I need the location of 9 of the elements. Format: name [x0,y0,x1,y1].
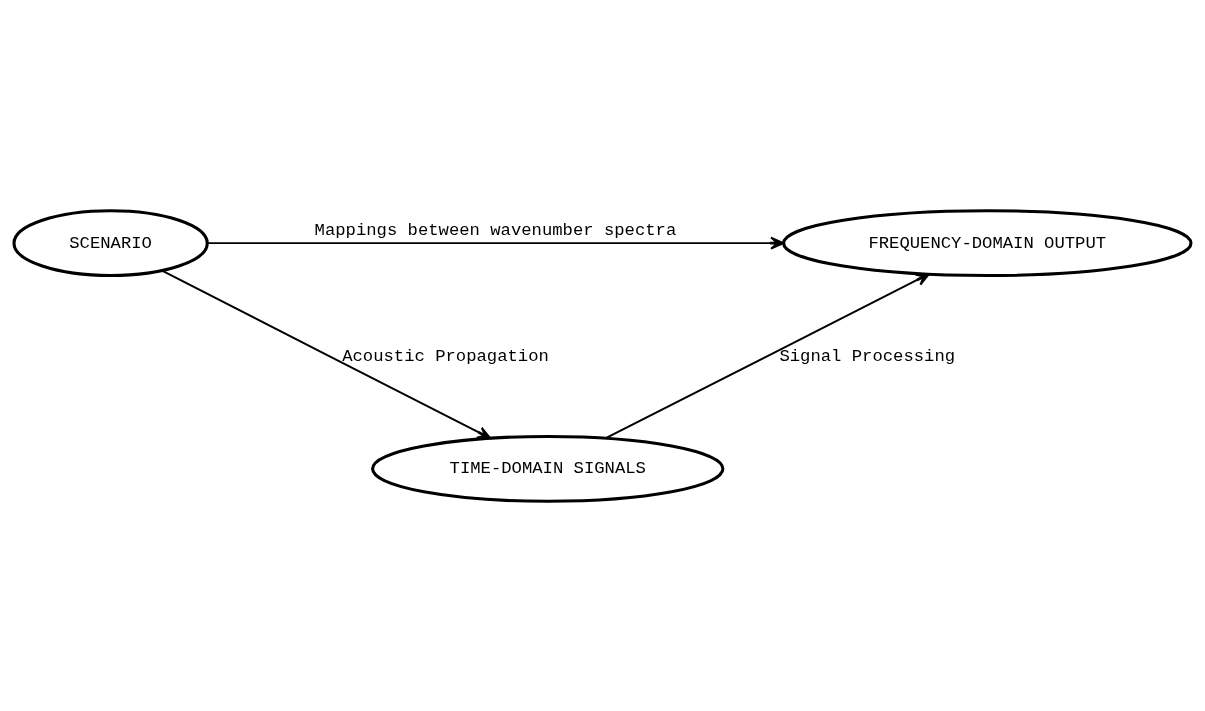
node-ellipse: SCENARIO [12,208,209,277]
edge-label: Mappings between wavenumber spectra [314,220,677,240]
edge-label: Acoustic Propagation [342,346,549,366]
node-ellipse: FREQUENCY-DOMAIN OUTPUT [782,208,1193,277]
arrow [206,236,785,250]
node-ellipse: TIME-DOMAIN SIGNALS [371,434,725,503]
arrow [604,272,930,439]
edge-label: Signal Processing [779,346,956,366]
arrow [161,269,492,439]
